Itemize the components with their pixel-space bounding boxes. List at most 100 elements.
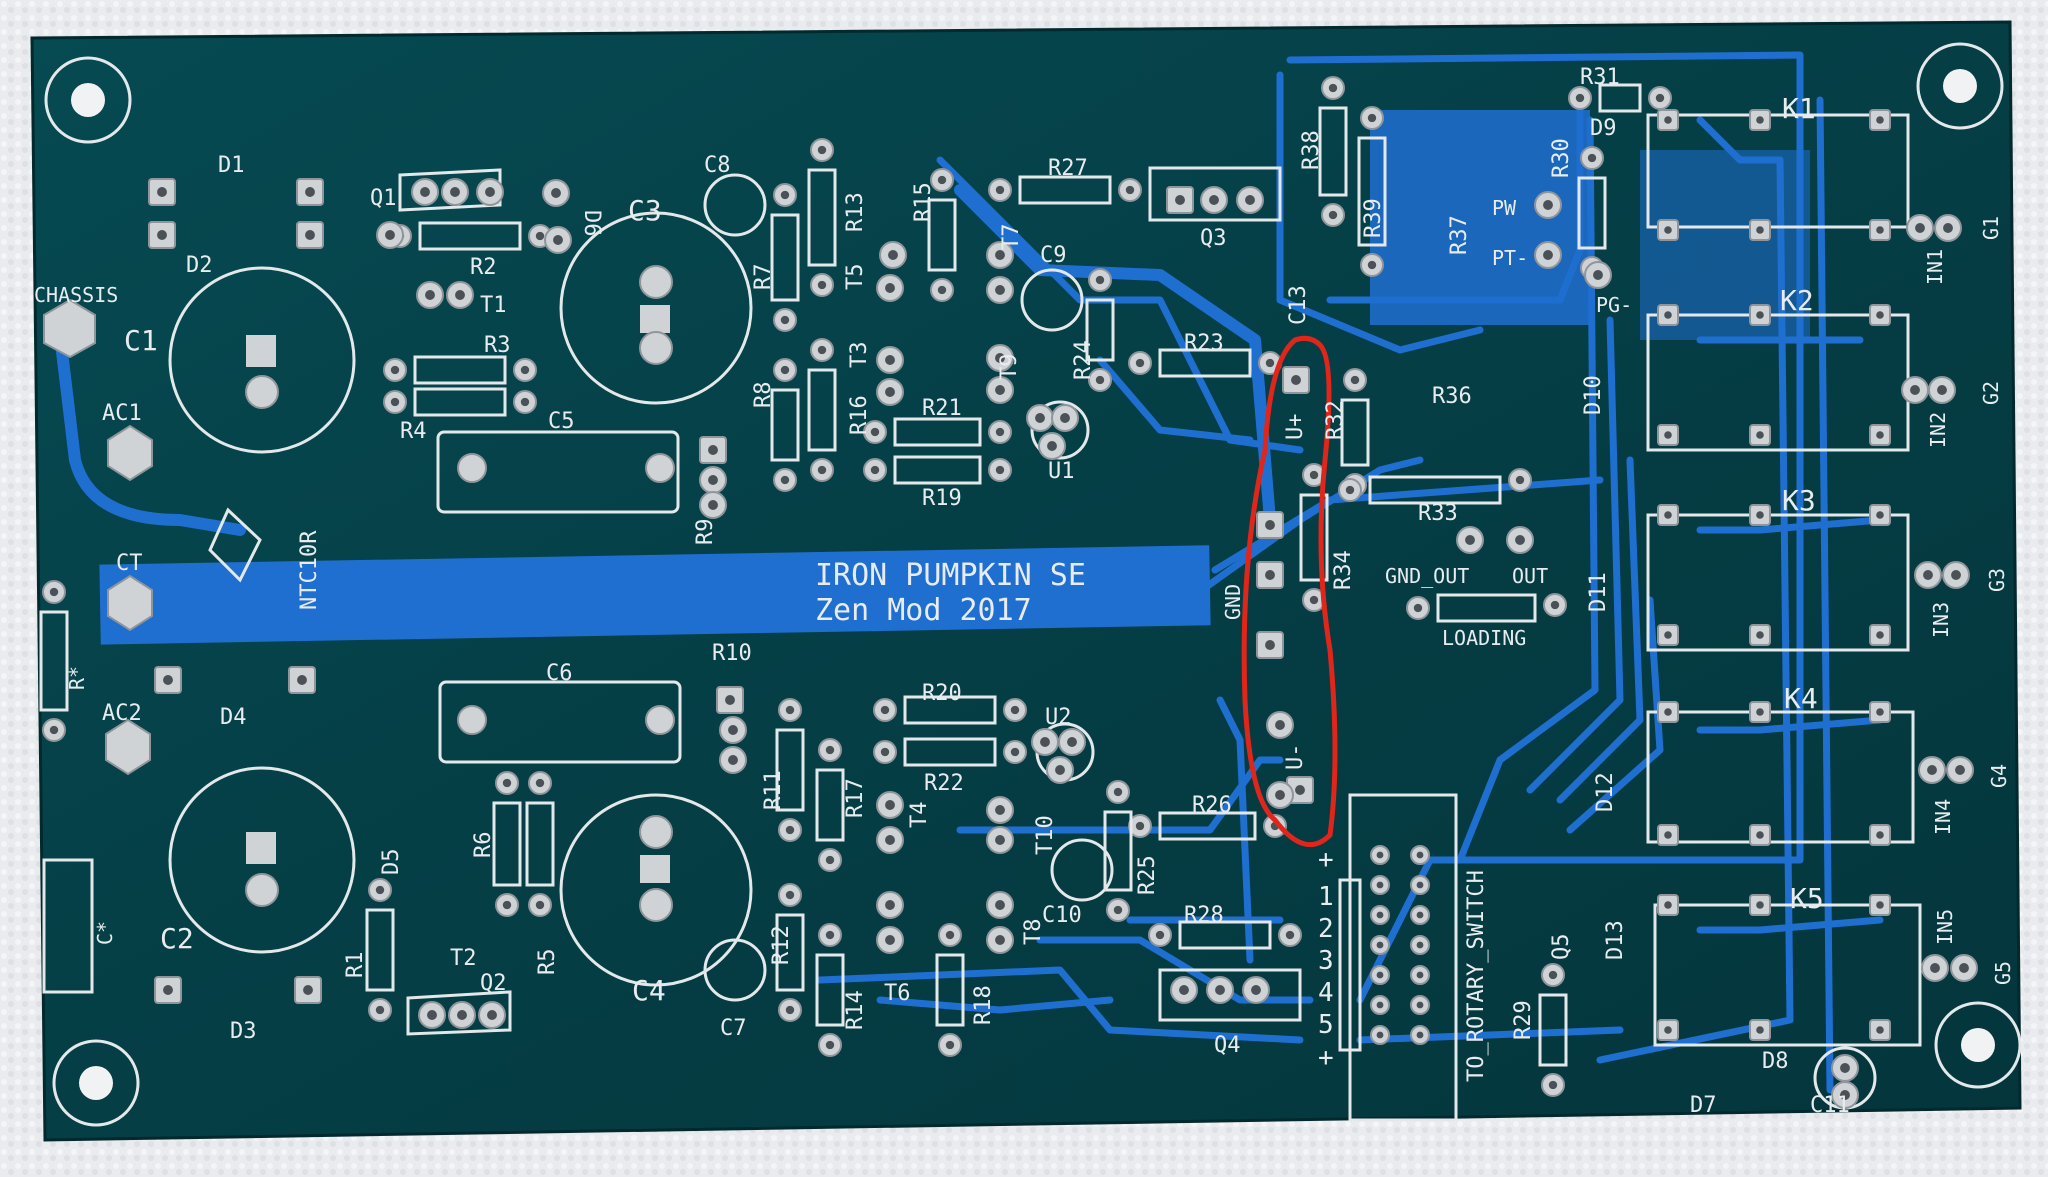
label-r37: R37 xyxy=(1447,215,1472,255)
label-rstar: R* xyxy=(65,666,89,690)
label-t4: T4 xyxy=(907,802,932,829)
label-u1: U1 xyxy=(1048,459,1075,484)
drill-hole xyxy=(1010,747,1020,757)
drill-hole xyxy=(1664,511,1672,519)
label-r21: R21 xyxy=(922,396,962,421)
drill-hole xyxy=(945,1040,955,1050)
drill-hole xyxy=(1376,971,1384,979)
label-in1: IN1 xyxy=(1923,249,1947,285)
resistor-body xyxy=(1357,136,1387,247)
label-r28: R28 xyxy=(1184,903,1224,928)
drill-hole xyxy=(1010,705,1020,715)
label-gnd-out: GND_OUT xyxy=(1385,564,1469,588)
label-c6: C6 xyxy=(546,661,573,686)
drill-hole xyxy=(1756,901,1764,909)
label-q5: Q5 xyxy=(1549,934,1574,961)
drill-hole xyxy=(1135,821,1145,831)
drill-hole xyxy=(1040,737,1050,747)
label-r20: R20 xyxy=(922,681,962,706)
drill-hole xyxy=(1664,311,1672,319)
drill-hole xyxy=(375,1005,385,1015)
resistor-body xyxy=(418,221,522,251)
drill-hole xyxy=(1416,971,1424,979)
label-r30: R30 xyxy=(1549,138,1574,178)
drill-hole xyxy=(885,835,895,845)
label-q1: Q1 xyxy=(370,186,397,211)
resistor-body xyxy=(815,768,845,842)
label-r6: R6 xyxy=(471,832,496,859)
drill-hole xyxy=(375,885,385,895)
drill-hole xyxy=(1175,195,1185,205)
drill-hole xyxy=(1179,985,1189,995)
drill-hole xyxy=(1047,441,1057,451)
label-r34: R34 xyxy=(1331,550,1356,590)
drill-hole xyxy=(1067,737,1077,747)
label-r2: R2 xyxy=(470,255,497,280)
label-t8: T8 xyxy=(1021,919,1046,946)
label-d2: D2 xyxy=(186,253,213,278)
resistor-body xyxy=(413,355,507,385)
label-c9: C9 xyxy=(1040,243,1067,268)
drill-hole xyxy=(780,475,790,485)
red-annotation-outline xyxy=(1241,335,1338,847)
drill-hole xyxy=(1876,311,1884,319)
resistor-body xyxy=(1103,810,1133,892)
label-r38: R38 xyxy=(1299,130,1324,170)
drill-hole xyxy=(817,465,827,475)
drill-hole xyxy=(1350,375,1360,385)
drill-hole xyxy=(995,900,1005,910)
drill-hole xyxy=(1664,226,1672,234)
drill-hole xyxy=(888,250,898,260)
drill-hole xyxy=(1756,1026,1764,1034)
resistor-body xyxy=(1538,993,1568,1067)
label-pw: PW xyxy=(1492,196,1517,220)
label-ac1: AC1 xyxy=(102,401,142,426)
drill-hole xyxy=(1664,831,1672,839)
drill-hole xyxy=(1416,881,1424,889)
resistor-body xyxy=(413,387,507,417)
label-d8: D8 xyxy=(1762,1049,1789,1074)
drill-hole xyxy=(1548,970,1558,980)
resistor-body xyxy=(807,168,837,267)
drill-hole xyxy=(1095,375,1105,385)
silkscreen-text: IRON PUMPKIN SE Zen Mod 2017 CHASSIS AC1… xyxy=(34,65,2015,1118)
label-c3: C3 xyxy=(628,194,662,227)
label-c8: C8 xyxy=(704,153,731,178)
drill-hole xyxy=(163,675,173,685)
drill-hole xyxy=(825,930,835,940)
drill-hole xyxy=(1655,93,1665,103)
drill-hole xyxy=(1376,911,1384,919)
drill-hole xyxy=(785,825,795,835)
resistor-body xyxy=(1368,475,1502,505)
drill-hole xyxy=(385,230,395,240)
label-r12: R12 xyxy=(769,925,794,965)
label-c4: C4 xyxy=(632,974,666,1007)
label-cstar: C* xyxy=(93,921,117,945)
drill-hole xyxy=(870,427,880,437)
drill-hole xyxy=(485,187,495,197)
label-pin-2: 2 xyxy=(1318,914,1334,944)
label-t3: T3 xyxy=(847,342,872,369)
drill-hole xyxy=(520,365,530,375)
drill-hole xyxy=(825,745,835,755)
drill-hole xyxy=(1125,185,1135,195)
drill-hole xyxy=(1927,765,1937,775)
label-pg: PG- xyxy=(1596,293,1632,317)
label-pin-5: 5 xyxy=(1318,1010,1334,1040)
drill-hole xyxy=(1245,195,1255,205)
drill-hole xyxy=(1416,911,1424,919)
label-ntc: NTC10R xyxy=(297,530,322,610)
drill-hole xyxy=(1135,358,1145,368)
silkscreen-outlines xyxy=(42,113,1922,1122)
drill-hole xyxy=(1367,113,1377,123)
label-pin-4: 4 xyxy=(1318,978,1334,1008)
label-r24: R24 xyxy=(1071,340,1096,380)
resistor-body xyxy=(1299,493,1329,582)
label-ac2: AC2 xyxy=(102,701,142,726)
drill-hole xyxy=(1295,785,1305,795)
drill-hole xyxy=(728,725,738,735)
drill-hole xyxy=(1876,511,1884,519)
resistor-body xyxy=(775,728,805,812)
label-r4: R4 xyxy=(400,419,427,444)
label-d11: D11 xyxy=(1586,572,1611,612)
